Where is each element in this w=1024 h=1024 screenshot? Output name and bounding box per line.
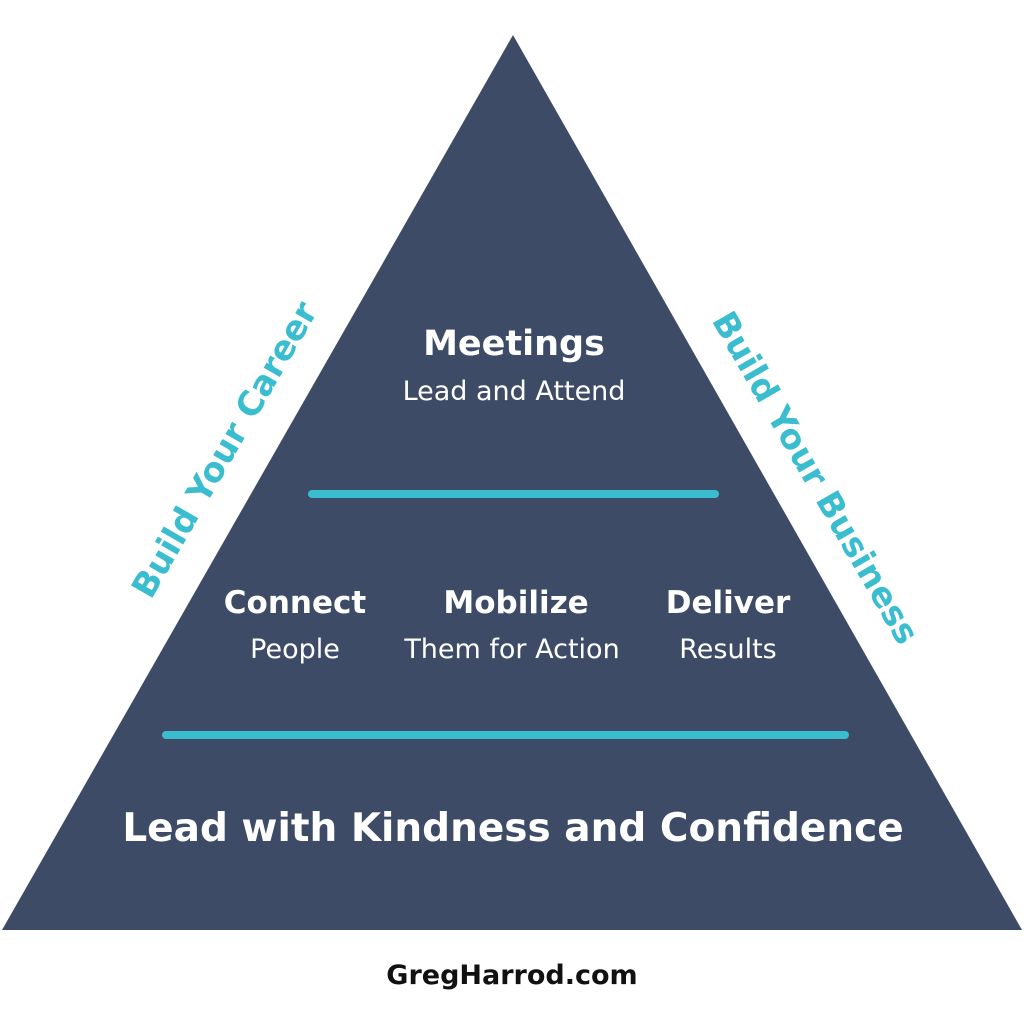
pyramid-triangle [2, 35, 1022, 930]
middle-item-subtitle: People [250, 634, 340, 665]
middle-item-subtitle: Them for Action [404, 634, 620, 665]
middle-item-subtitle: Results [679, 634, 777, 665]
middle-item-title: Connect [223, 585, 367, 621]
base-tier-title: Lead with Kindness and Confidence [122, 806, 904, 851]
middle-item-title: Mobilize [443, 585, 589, 621]
footer-website: GregHarrod.com [386, 960, 638, 991]
top-tier-subtitle: Lead and Attend [402, 376, 626, 407]
middle-item-title: Deliver [665, 585, 791, 621]
top-tier-title: Meetings [423, 324, 605, 364]
